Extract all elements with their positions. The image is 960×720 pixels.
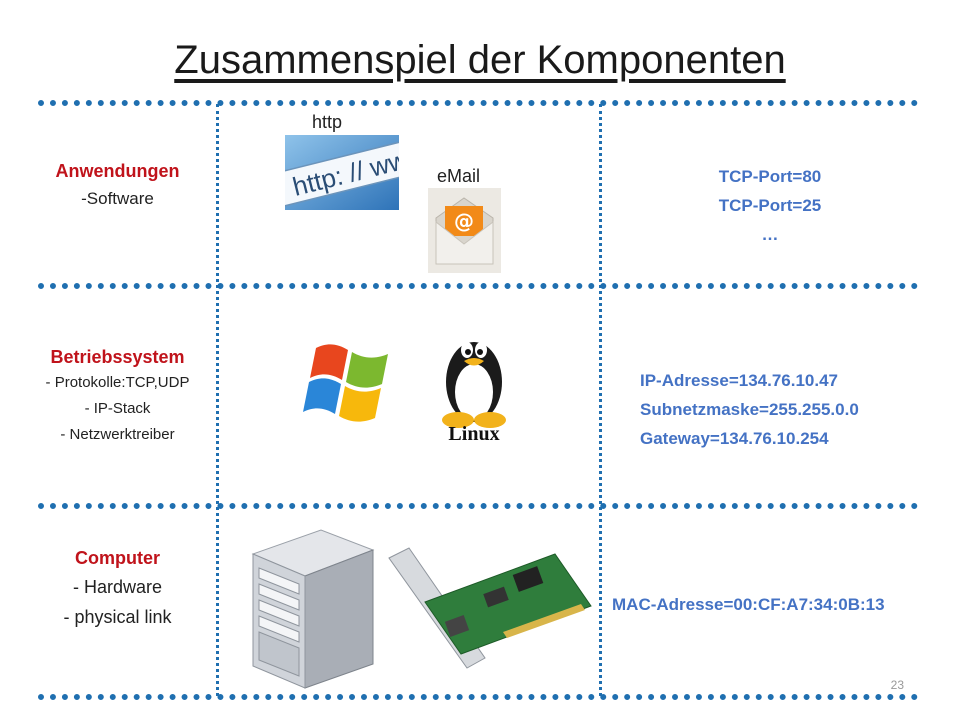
windows-logo-icon: [303, 344, 388, 422]
layer-computer-values: MAC-Adresse=00:CF:A7:34:0B:13: [612, 590, 952, 619]
grid-line-top: [38, 100, 918, 106]
page-number: 23: [890, 678, 904, 692]
layer-os-line-2: - IP-Stack: [84, 400, 151, 417]
layer-applications: Anwendungen -Software: [20, 158, 215, 214]
grid-line-mid1: [38, 283, 918, 289]
network-card-icon: [388, 547, 592, 669]
caption-email: eMail: [437, 166, 481, 186]
value-mac-address: MAC-Adresse=00:CF:A7:34:0B:13: [612, 595, 885, 614]
layer-os-line-1: - Protokolle:TCP,UDP: [45, 374, 190, 391]
linux-tux-logo: Linux: [442, 342, 506, 444]
computer-tower-icon: [251, 529, 375, 689]
grid-line-vertical-left: [216, 104, 219, 696]
layer-computer-title: Computer: [75, 548, 160, 568]
layer-os: Betriebssystem - Protokolle:TCP,UDP - IP…: [20, 344, 215, 448]
grid-line-bottom: [38, 694, 918, 700]
email-envelope-icon: @: [428, 188, 501, 273]
value-ip-address: IP-Adresse=134.76.10.47: [640, 371, 839, 390]
value-subnet-mask: Subnetzmaske=255.255.0.0: [640, 400, 859, 419]
grid-line-vertical-right: [599, 104, 602, 696]
layer-computer-line-1: - Hardware: [72, 577, 163, 597]
layer-os-values: IP-Adresse=134.76.10.47 Subnetzmaske=255…: [640, 366, 940, 453]
value-tcp-port-smtp: TCP-Port=25: [718, 196, 822, 215]
http-address-bar-image: http: // ww: [285, 135, 399, 210]
grid-line-mid2: [38, 503, 918, 509]
layer-os-title: Betriebssystem: [50, 347, 185, 367]
layer-applications-values: TCP-Port=80 TCP-Port=25 …: [640, 162, 900, 249]
svg-text:@: @: [454, 209, 474, 233]
layer-os-line-3: - Netzwerktreiber: [60, 426, 175, 443]
layer-computer: Computer - Hardware - physical link: [20, 544, 215, 632]
layer-applications-title: Anwendungen: [55, 161, 180, 181]
layer-applications-line: -Software: [81, 189, 154, 208]
linux-image-text: Linux: [448, 423, 499, 444]
value-gateway: Gateway=134.76.10.254: [640, 429, 829, 448]
slide-title: Zusammenspiel der Komponenten: [174, 38, 786, 82]
caption-http: http: [312, 112, 343, 132]
value-ellipsis: …: [761, 225, 779, 244]
layer-computer-line-2: - physical link: [63, 607, 172, 627]
value-tcp-port-http: TCP-Port=80: [718, 167, 822, 186]
